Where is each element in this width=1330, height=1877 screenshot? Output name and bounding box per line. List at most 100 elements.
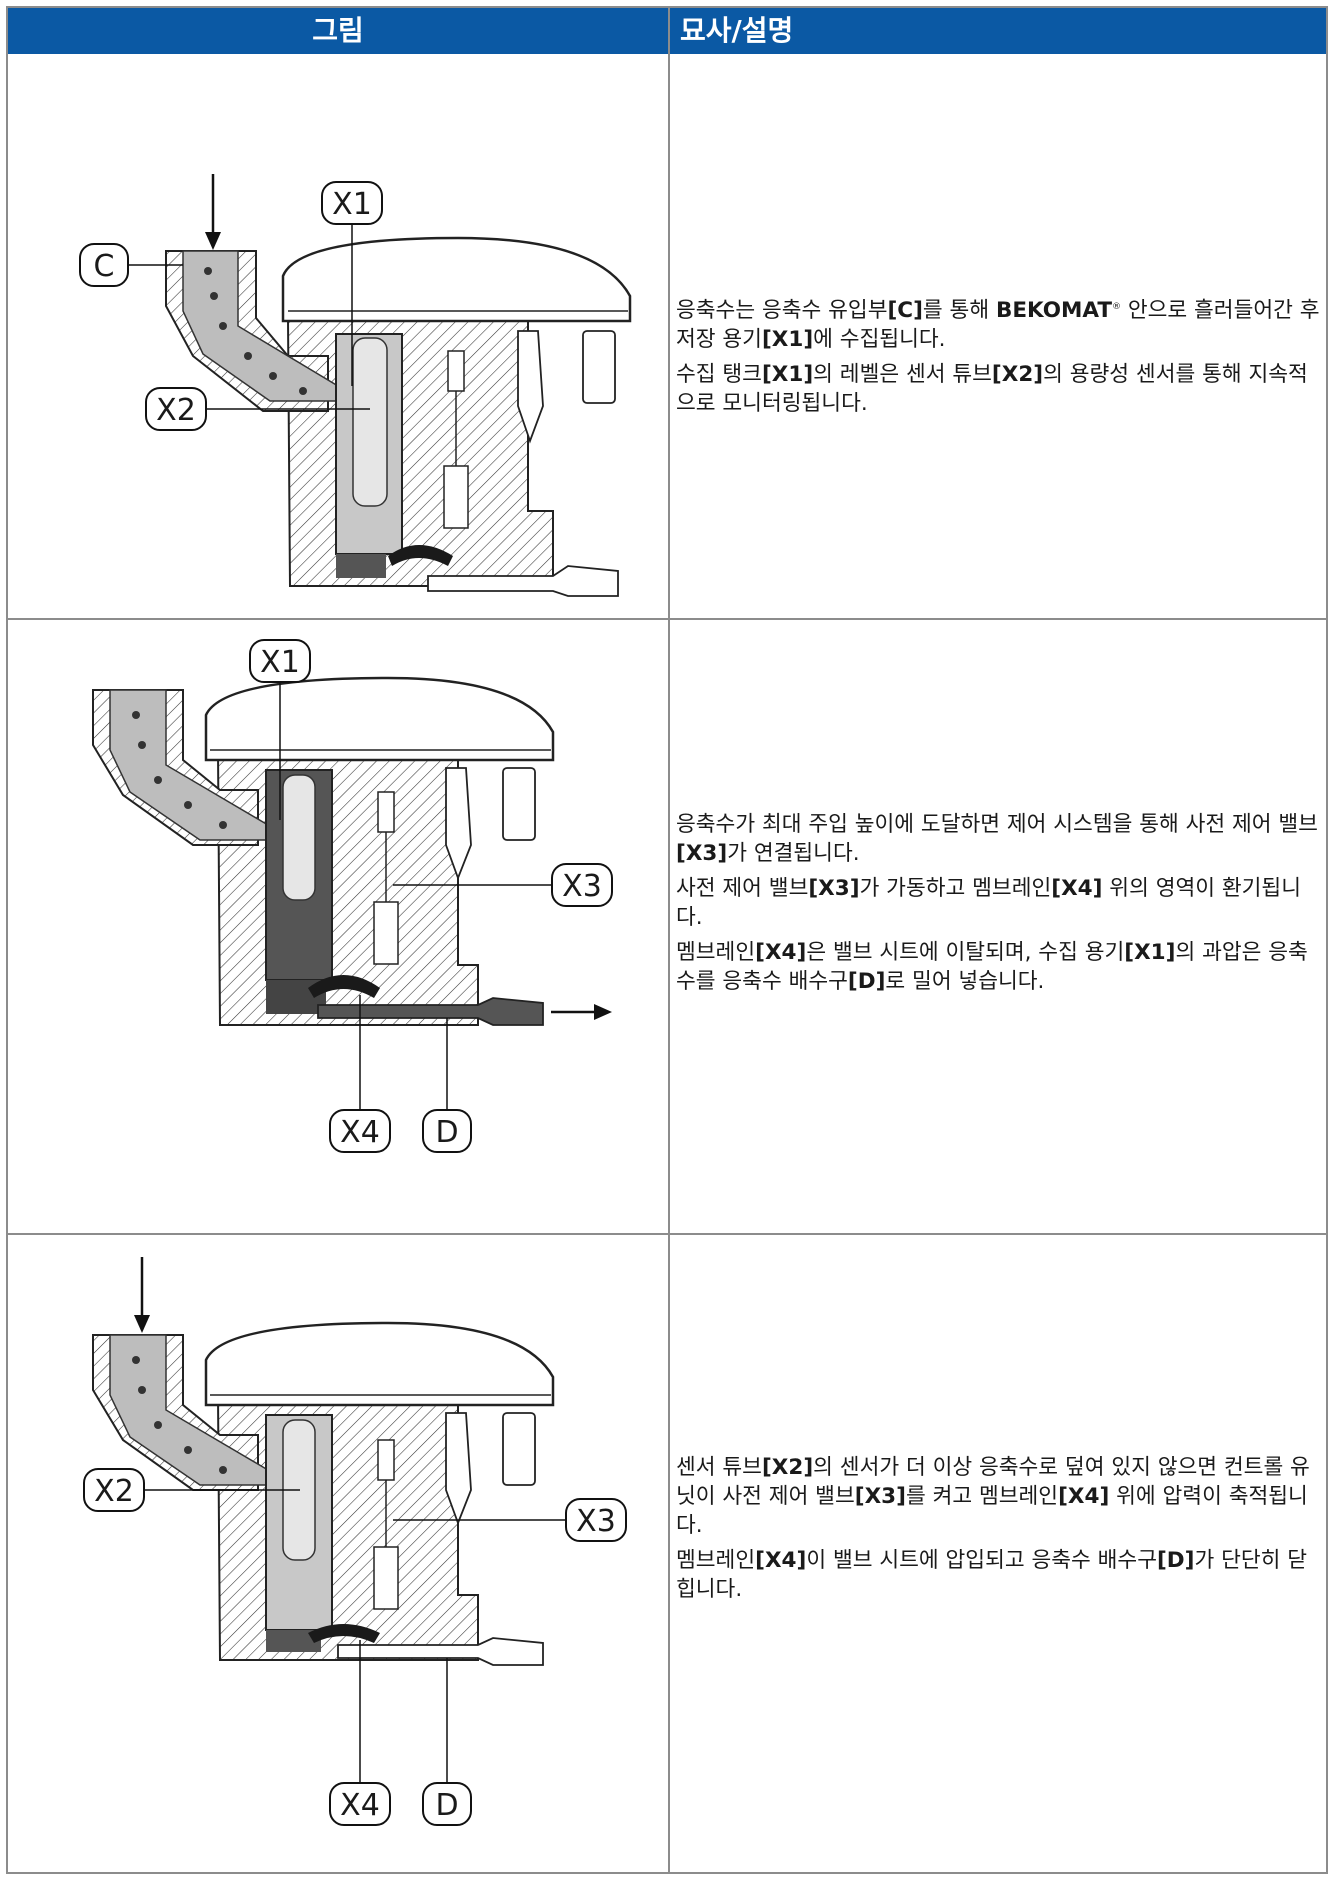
figure-cell: C X1 X2: [8, 56, 668, 618]
description-cell: 응축수는 응축수 유입부[C]를 통해 BEKOMAT® 안으로 흘러들어간 후…: [676, 296, 1326, 424]
membrane: [388, 545, 453, 566]
description-cell: 센서 튜브[X2]의 센서가 더 이상 응축수로 덮여 있지 않으면 컨트롤 유…: [676, 1453, 1326, 1610]
pilot-valve: [373, 1546, 399, 1610]
label-c: C: [94, 249, 115, 284]
superscript-run: ®: [1112, 301, 1122, 312]
label-x1: X1: [260, 645, 300, 680]
outflow-arrow-head: [594, 1004, 612, 1020]
instruction-table: 그림 묘사/설명: [6, 6, 1328, 1874]
bold-run: BEKOMAT: [995, 298, 1113, 323]
flow-dot: [138, 741, 146, 749]
pilot-valve-upper: [377, 791, 395, 833]
bold-run: [C]: [887, 298, 923, 323]
flow-dot: [210, 292, 218, 300]
flow-dot: [269, 372, 277, 380]
bold-run: [X4]: [755, 1548, 807, 1573]
tank-bottom: [266, 1630, 321, 1652]
bold-run: [D]: [1156, 1548, 1195, 1573]
bold-run: [X4]: [1058, 1484, 1110, 1509]
flow-dot: [219, 322, 227, 330]
outlet-nozzle: [317, 997, 544, 1026]
paragraph: 응축수가 최대 주입 높이에 도달하면 제어 시스템을 통해 사전 제어 밸브 […: [676, 810, 1326, 868]
label-x4: X4: [340, 1788, 380, 1823]
text-run: 응축수가 최대 주입 높이에 도달하면 제어 시스템을 통해 사전 제어 밸브: [676, 812, 1318, 837]
text-run: 이 밸브 시트에 압입되고 응축수 배수구: [806, 1548, 1157, 1573]
flow-dot: [132, 711, 140, 719]
bold-run: [X3]: [676, 841, 728, 866]
pilot-valve-upper: [377, 1439, 395, 1481]
label-x4: X4: [340, 1115, 380, 1150]
flow-dot: [219, 821, 227, 829]
membrane: [308, 975, 380, 998]
sensor-tube: [282, 774, 316, 901]
flow-dot: [184, 801, 192, 809]
paragraph: 수집 탱크[X1]의 레벨은 센서 튜브[X2]의 용량성 센서를 통해 지속적…: [676, 360, 1326, 418]
text-run: 사전 제어 밸브: [676, 876, 809, 901]
text-run: 가 단단히 닫힙니다.: [676, 1548, 1308, 1602]
figure-cell: X2 X3 X4 D: [8, 1235, 668, 1874]
description-cell: 응축수가 최대 주입 높이에 도달하면 제어 시스템을 통해 사전 제어 밸브 […: [676, 810, 1326, 1002]
text-run: 가 연결됩니다.: [727, 841, 860, 866]
flow-dot: [184, 1446, 192, 1454]
pilot-valve: [373, 901, 399, 965]
table-header: 그림 묘사/설명: [8, 8, 1326, 54]
flow-dot: [154, 776, 162, 784]
housing-cover: [204, 676, 555, 762]
text-run: 응축수는 응축수 유입부: [676, 298, 888, 323]
text-run: 안으로 흘러들어간 후 저장 용기: [676, 298, 1320, 352]
text-run: 의 센서가 더 이상 응축수로 덮여 있지 않으면 컨트롤 유닛이 사전 제어 …: [676, 1455, 1310, 1509]
text-run: 의 과압은 응축수를 응축수 배수구: [676, 940, 1308, 994]
text-run: 를 켜고 멤브레인: [905, 1484, 1059, 1509]
label-x2: X2: [94, 1474, 134, 1509]
text-run: 의 레벨은 센서 튜브: [813, 362, 992, 387]
row-divider: [8, 618, 1326, 620]
latch: [445, 1412, 472, 1526]
label-d: D: [435, 1115, 458, 1150]
housing-cover: [204, 1321, 555, 1407]
flow-dot: [204, 267, 212, 275]
bold-run: [X3]: [808, 876, 860, 901]
drain-diagram-draining: X1 X3 X4 D: [92, 639, 613, 1153]
membrane: [308, 1624, 380, 1643]
mounting-post: [582, 330, 616, 404]
outlet-nozzle: [337, 1637, 544, 1666]
pilot-valve-upper: [447, 350, 465, 392]
bold-run: [X1]: [761, 362, 814, 387]
text-run: 은 밸브 시트에 이탈되며, 수집 용기: [806, 940, 1125, 965]
bold-run: [X3]: [854, 1484, 906, 1509]
text-run: 멤브레인: [676, 1548, 756, 1573]
sensor-tube: [352, 337, 388, 507]
bold-run: [D]: [847, 969, 886, 994]
text-run: 멤브레인: [676, 940, 756, 965]
flow-dot: [244, 352, 252, 360]
paragraph: 응축수는 응축수 유입부[C]를 통해 BEKOMAT® 안으로 흘러들어간 후…: [676, 296, 1326, 354]
flow-dot: [132, 1356, 140, 1364]
bold-run: [X4]: [755, 940, 807, 965]
bold-run: [X4]: [1051, 876, 1103, 901]
figure-cell: X1 X3 X4 D: [8, 620, 668, 1233]
paragraph: 센서 튜브[X2]의 센서가 더 이상 응축수로 덮여 있지 않으면 컨트롤 유…: [676, 1453, 1326, 1540]
text-run: 위의 영역이 환기됩니다.: [676, 876, 1301, 930]
text-run: 의 용량성 센서를 통해 지속적으로 모니터링됩니다.: [676, 362, 1308, 416]
inflow-arrow-head: [205, 232, 221, 250]
bold-run: [X1]: [761, 327, 814, 352]
text-run: 로 밀어 넣습니다.: [885, 969, 1045, 994]
drain-diagram-collecting: C X1 X2: [79, 174, 632, 597]
tank-bottom: [336, 554, 386, 578]
header-description: 묘사/설명: [680, 14, 794, 47]
table-row: X2 X3 X4 D 센서 튜브[X2]의 센서가 더 이상 응축수로 덮여 있…: [8, 1235, 1326, 1874]
latch: [517, 330, 544, 444]
mounting-post: [502, 767, 536, 841]
inflow-arrow-head: [134, 1315, 150, 1333]
bold-run: [X1]: [1124, 940, 1176, 965]
text-run: 수집 탱크: [676, 362, 762, 387]
text-run: 센서 튜브: [676, 1455, 762, 1480]
text-run: 위에 압력이 축적됩니다.: [676, 1484, 1308, 1538]
text-run: 가 가동하고 멤브레인: [859, 876, 1052, 901]
bold-run: [X2]: [761, 1455, 814, 1480]
table-row: C X1 X2 응축수는 응축수 유입부[C]를 통해 BEKOMAT® 안으로…: [8, 56, 1326, 618]
bold-run: [X2]: [991, 362, 1044, 387]
label-x3: X3: [576, 1504, 616, 1539]
label-x2: X2: [156, 393, 196, 428]
row-divider: [8, 1233, 1326, 1235]
